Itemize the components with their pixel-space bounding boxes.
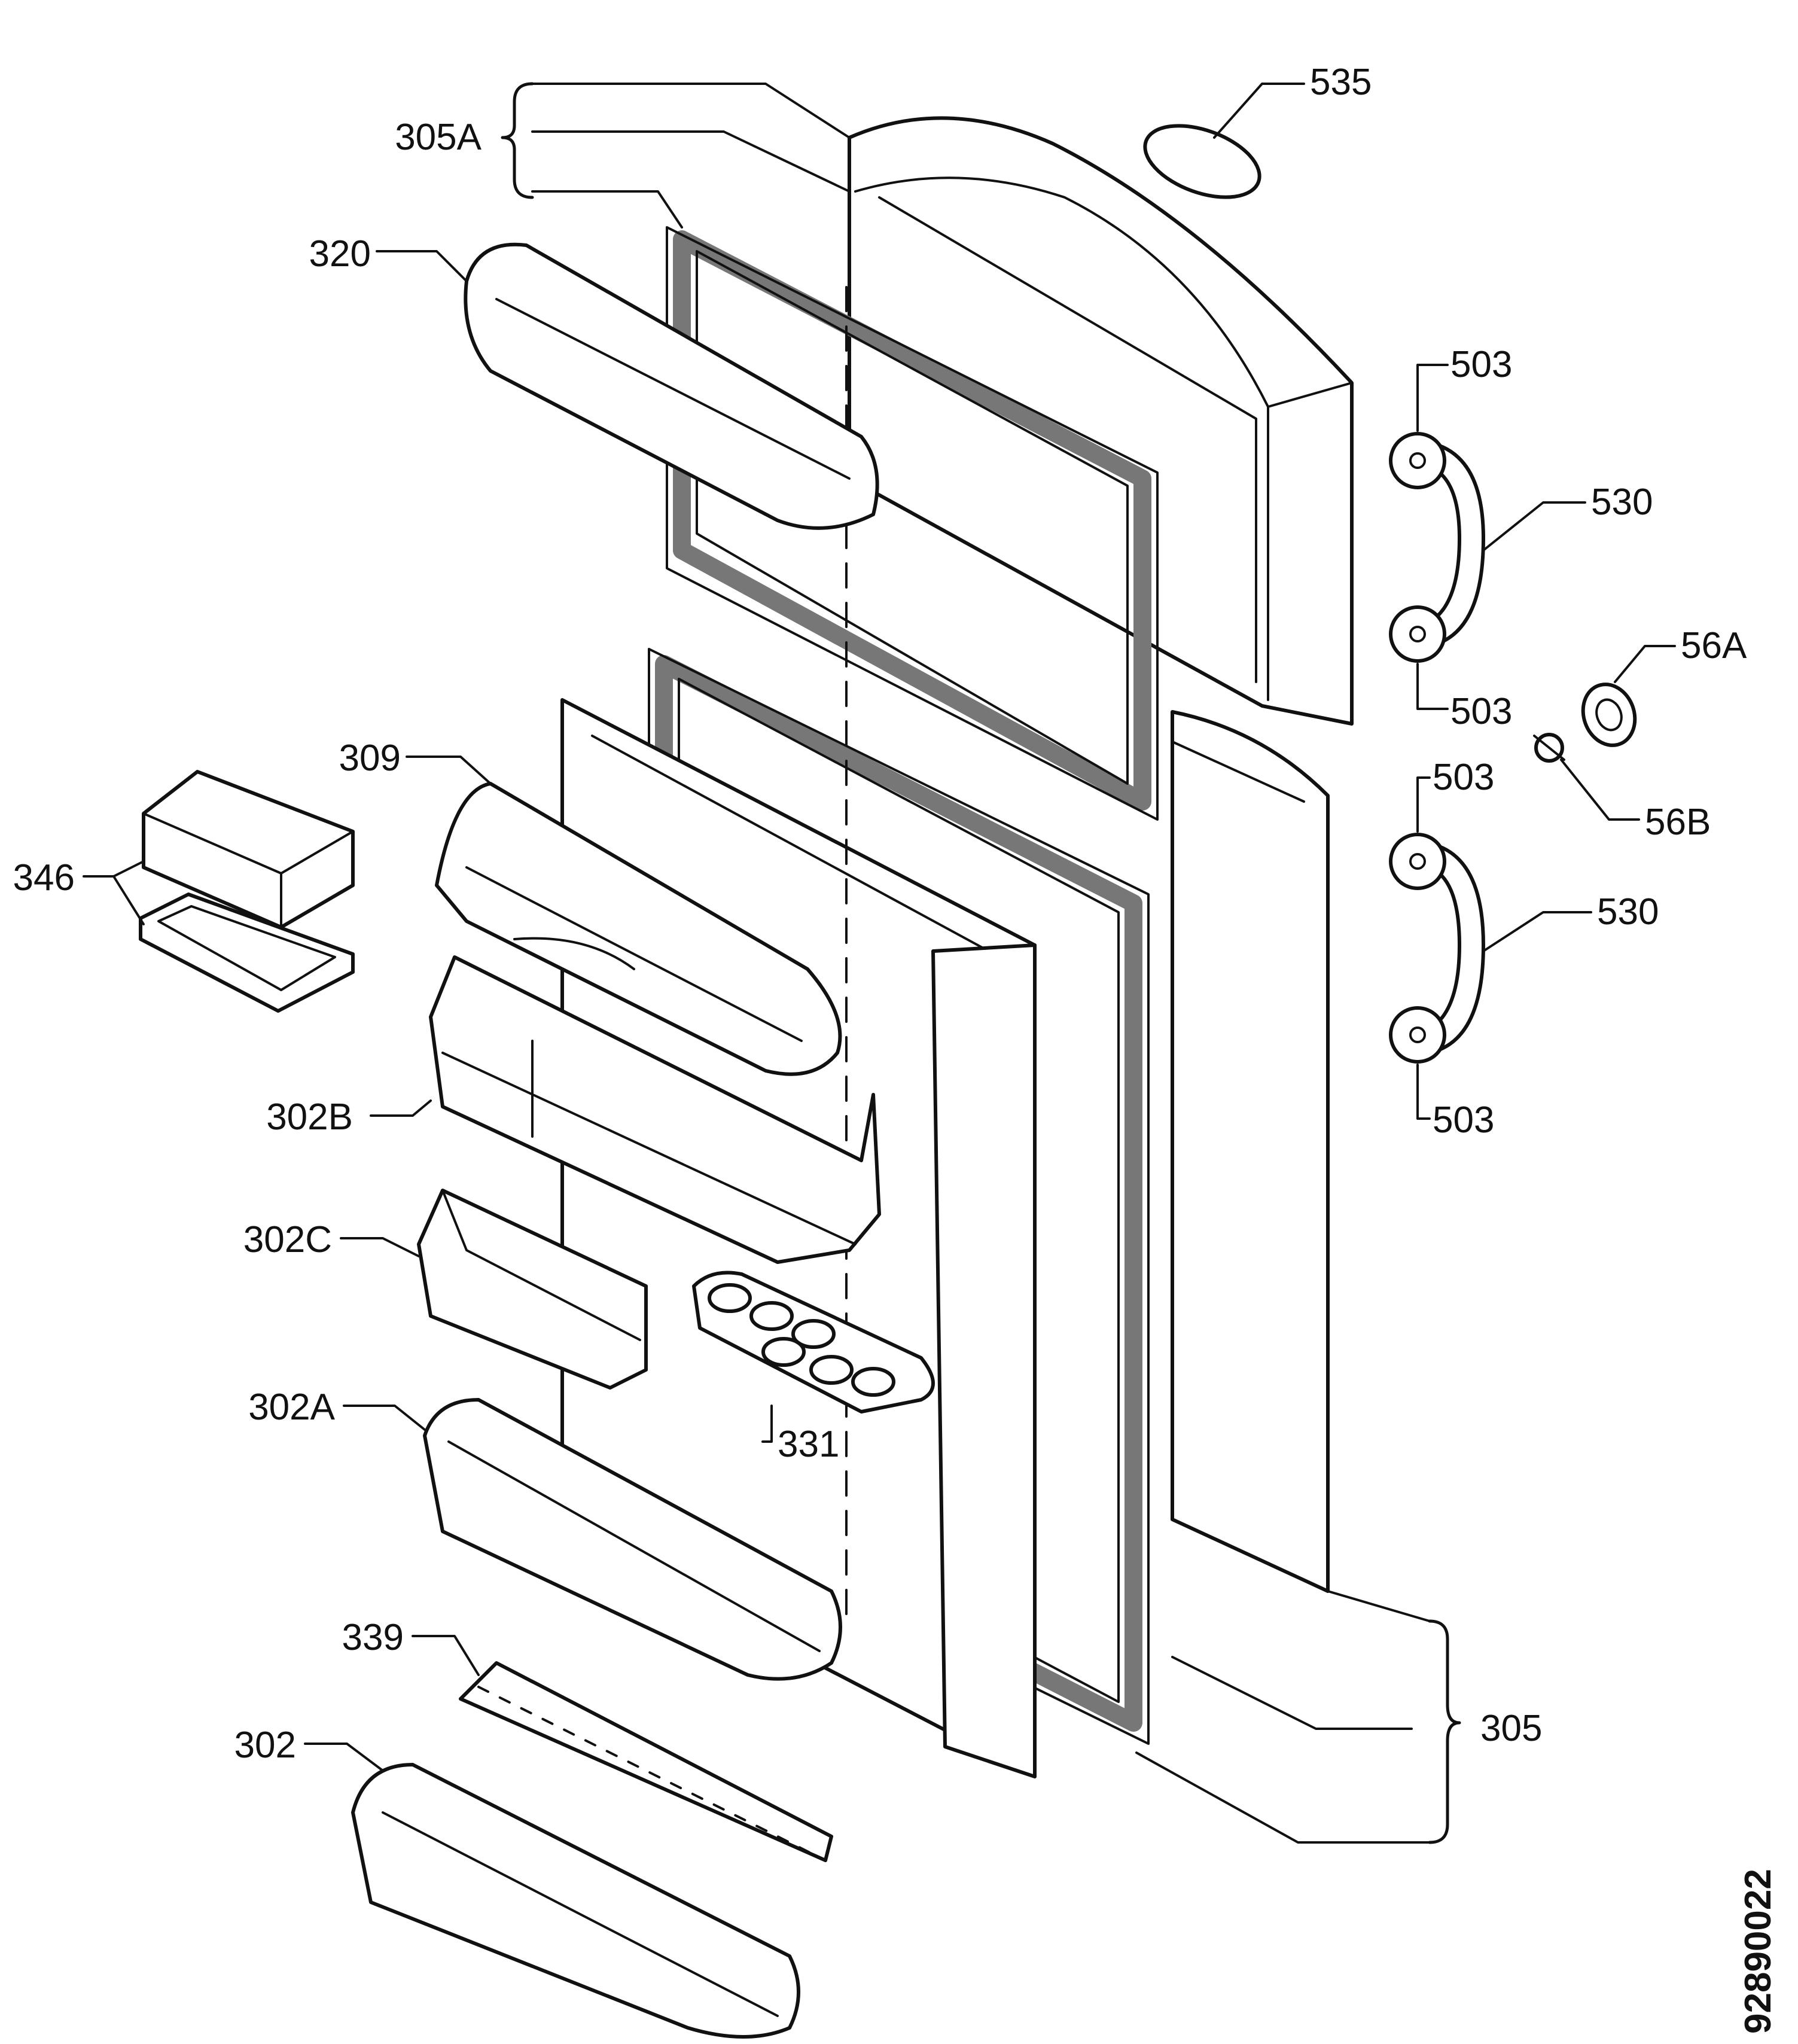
dairy-compartment [435, 782, 842, 1076]
label-503-a: 503 [1450, 344, 1512, 385]
round-cap [1143, 124, 1261, 199]
label-302B: 302B [266, 1096, 353, 1138]
door-bin-bottom [351, 1763, 800, 2039]
hinge-lower-top [1389, 833, 1446, 890]
hinge-upper-top [1389, 432, 1446, 489]
label-56A: 56A [1681, 625, 1747, 666]
label-530-b: 530 [1597, 891, 1659, 933]
label-530-a: 530 [1591, 482, 1653, 523]
pivot-screw [1533, 733, 1565, 763]
label-56B: 56B [1645, 802, 1711, 843]
label-346: 346 [13, 857, 75, 898]
label-305: 305 [1480, 1708, 1542, 1749]
freezer-shelf [464, 242, 879, 530]
document-id: 92890022 [1738, 1869, 1779, 2034]
label-503-d: 503 [1433, 1099, 1494, 1141]
label-503-c: 503 [1433, 757, 1494, 798]
bottle-retainer [459, 1661, 833, 1862]
washer-ring [1581, 683, 1637, 747]
door-bin-medium [423, 1398, 842, 1681]
label-339: 339 [342, 1617, 404, 1658]
label-503-b: 503 [1450, 691, 1512, 732]
label-302A: 302A [248, 1387, 335, 1428]
leader-lines [83, 83, 1676, 1844]
door-handle-upper [1389, 432, 1485, 663]
bracket-305 [1428, 1619, 1461, 1844]
label-320: 320 [309, 233, 371, 275]
hinge-lower-bottom [1389, 1006, 1446, 1064]
label-305A: 305A [395, 117, 482, 158]
door-handle-lower [1389, 833, 1485, 1064]
bracket-305A [501, 82, 534, 199]
egg-tray [692, 1271, 935, 1414]
butter-box [139, 770, 355, 1013]
door-bin-large [429, 955, 881, 1264]
label-535: 535 [1310, 62, 1372, 103]
label-302C: 302C [243, 1219, 332, 1260]
label-331: 331 [778, 1424, 839, 1465]
fridge-door-outer [1171, 710, 1330, 1593]
door-bin-small [417, 1189, 648, 1390]
hinge-upper-bottom [1389, 605, 1446, 663]
label-302: 302 [234, 1725, 296, 1766]
label-309: 309 [339, 738, 401, 779]
freezer-door [848, 116, 1354, 726]
